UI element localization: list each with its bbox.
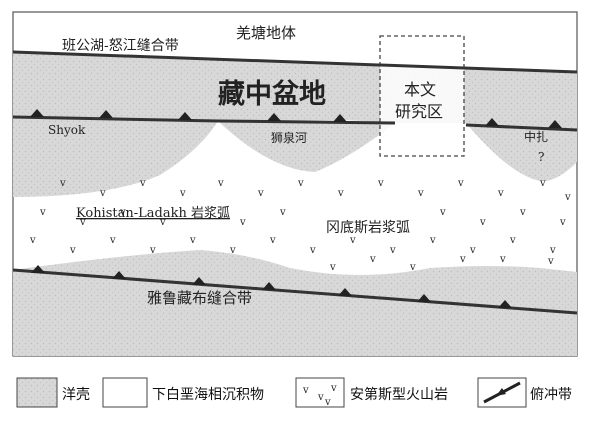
ocean-crust-shyok-wedge <box>13 117 218 197</box>
svg-text:v: v <box>179 188 186 199</box>
svg-text:v: v <box>99 188 106 199</box>
svg-text:v: v <box>239 217 246 228</box>
zhongzha-question-label: ? <box>538 150 544 164</box>
svg-text:v: v <box>324 397 331 408</box>
svg-text:v: v <box>349 235 356 246</box>
zhongzha-thrust-line <box>465 123 578 132</box>
legend-thrust-belt-label: 俯冲带 <box>530 387 572 403</box>
study-area-label-line1: 本文 <box>404 80 436 99</box>
legend-ocean-crust-swatch <box>16 377 58 408</box>
svg-text:v: v <box>369 254 376 265</box>
legend-marine-sediment-swatch <box>102 377 148 408</box>
thrust-teeth-upper <box>30 109 562 128</box>
svg-text:v: v <box>479 217 486 228</box>
svg-text:v: v <box>549 245 556 256</box>
svg-text:v: v <box>69 245 76 256</box>
svg-text:v: v <box>269 235 276 246</box>
svg-text:v: v <box>509 235 516 246</box>
gangdise-arc-label: 冈底斯岩浆弧 <box>326 220 410 236</box>
svg-text:v: v <box>279 207 286 218</box>
svg-text:v: v <box>469 245 476 256</box>
ocean-crust-lower <box>13 250 577 356</box>
svg-text:v: v <box>429 235 436 246</box>
svg-text:v: v <box>499 254 506 265</box>
legend-ocean-crust-label: 洋壳 <box>62 387 90 403</box>
svg-text:v: v <box>109 235 116 246</box>
study-area-label-line2: 研究区 <box>395 102 443 121</box>
svg-text:v: v <box>547 256 554 267</box>
svg-text:v: v <box>337 188 344 199</box>
bangong-nujiang-suture-line <box>12 50 578 74</box>
svg-text:v: v <box>149 245 156 256</box>
svg-text:v: v <box>564 192 571 203</box>
svg-text:v: v <box>79 217 86 228</box>
svg-text:v: v <box>159 217 166 228</box>
zhongzha-label: 中扎 <box>524 129 548 144</box>
svg-text:v: v <box>309 245 316 256</box>
legend-andean-volcanic-label: 安第斯型火山岩 <box>350 387 448 403</box>
qiangtang-terrane-label: 羌塘地体 <box>236 24 296 42</box>
svg-text:v: v <box>519 207 526 218</box>
svg-text:v: v <box>297 178 304 189</box>
bangong-nujiang-suture-label: 班公湖-怒江缝合带 <box>62 38 179 54</box>
svg-text:v: v <box>439 207 446 218</box>
svg-text:v: v <box>459 254 466 265</box>
legend-volcanic-swatch: v v v v <box>295 377 345 408</box>
svg-text:v: v <box>119 207 126 218</box>
svg-text:v: v <box>539 178 546 189</box>
ocean-crust-zhongzha-basin <box>466 123 577 182</box>
study-area-box <box>379 35 465 157</box>
svg-text:v: v <box>257 188 264 199</box>
shyok-thrust-line <box>12 115 396 125</box>
svg-text:v: v <box>189 235 196 246</box>
thrust-teeth-lower <box>31 265 512 308</box>
svg-text:v: v <box>377 178 384 189</box>
ocean-crust-shiquanhe-basin <box>218 121 395 172</box>
svg-text:v: v <box>409 262 416 273</box>
svg-text:v: v <box>139 178 146 189</box>
shyok-label: Shyok <box>48 123 86 137</box>
svg-text:v: v <box>417 188 424 199</box>
svg-text:v: v <box>317 392 324 403</box>
yarlung-zangbo-suture-line <box>12 268 578 315</box>
svg-text:v: v <box>329 262 336 273</box>
yarlung-zangbo-suture-label: 雅鲁藏布缝合带 <box>147 289 252 307</box>
svg-text:v: v <box>559 217 566 228</box>
svg-text:v: v <box>39 207 46 218</box>
legend-thrust-swatch <box>477 377 527 408</box>
v-pattern-icon: v <box>302 385 309 396</box>
svg-text:v: v <box>29 235 36 246</box>
shiquanhe-label: 狮泉河 <box>271 131 307 145</box>
kohistan-ladakh-arc-label: Kohistan-Ladakh 岩浆弧 <box>76 206 230 221</box>
svg-text:v: v <box>217 178 224 189</box>
svg-text:v: v <box>497 188 504 199</box>
legend-marine-sediment-label: 下白垩海相沉积物 <box>152 387 264 403</box>
central-tibet-basin-label: 藏中盆地 <box>218 78 326 110</box>
svg-text:v: v <box>59 178 66 189</box>
svg-text:v: v <box>457 178 464 189</box>
svg-text:v: v <box>330 383 337 394</box>
svg-text:v: v <box>389 245 396 256</box>
svg-text:v: v <box>229 245 236 256</box>
